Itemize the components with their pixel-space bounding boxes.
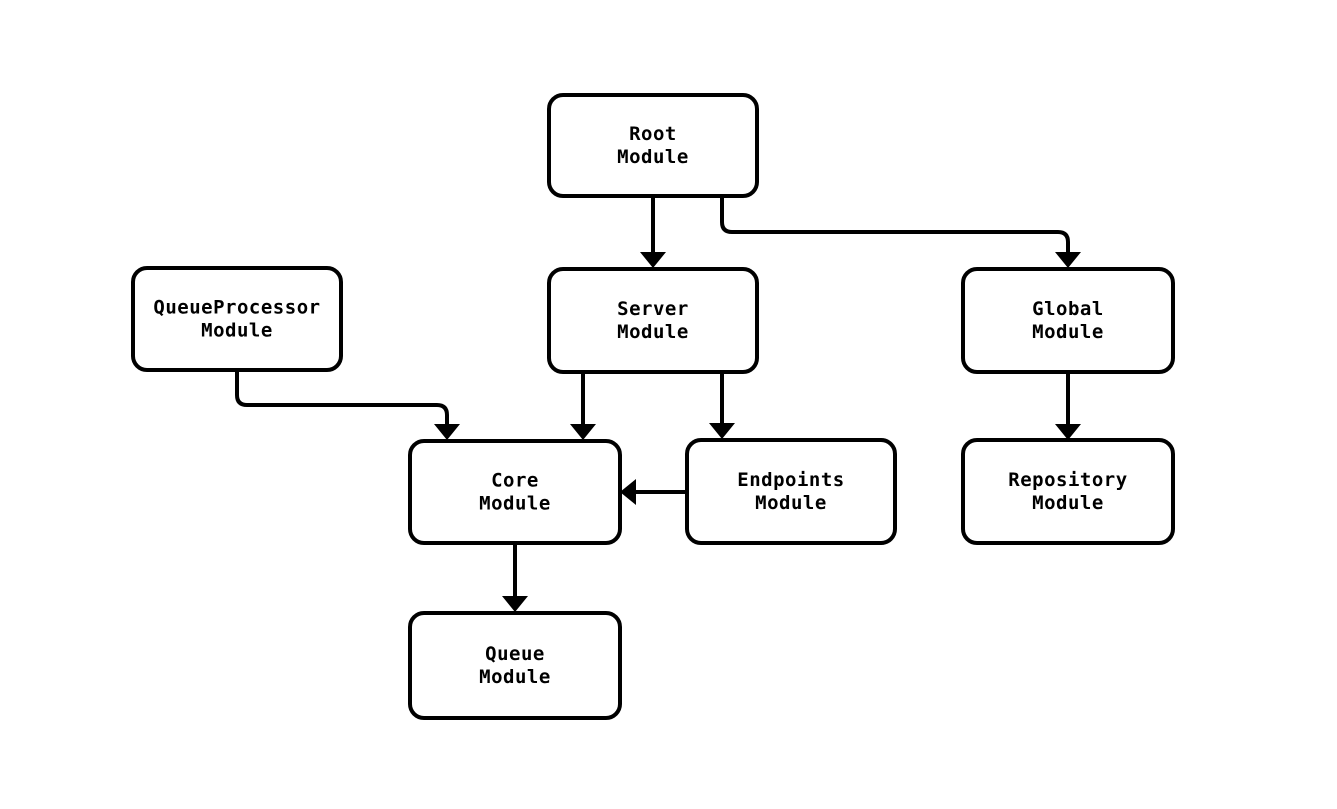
edge-line — [235, 370, 449, 426]
node-label-line2: Module — [201, 320, 273, 342]
node-label-line1: QueueProcessor — [153, 297, 320, 319]
node-box[interactable] — [408, 611, 622, 720]
arrow-head-icon — [640, 252, 666, 268]
edge-queueprocessor-to-core — [235, 370, 460, 440]
node-box[interactable] — [547, 267, 759, 374]
node-label-line1: Global — [1032, 298, 1104, 320]
edge-global-to-repository — [1055, 372, 1081, 440]
node-box[interactable] — [961, 438, 1175, 545]
node-label-line1: Endpoints — [737, 469, 844, 491]
arrow-head-icon — [502, 596, 528, 612]
node-label-line2: Module — [1032, 321, 1104, 343]
nodes-layer: RootModuleQueueProcessorModuleServerModu… — [131, 93, 1175, 720]
node-label-line1: Repository — [1008, 469, 1127, 491]
edge-server-to-core — [570, 372, 596, 440]
node-label-line2: Module — [755, 492, 827, 514]
node-box[interactable] — [408, 439, 622, 545]
edge-line — [720, 196, 1070, 254]
edge-server-to-endpoints — [709, 372, 735, 439]
node-box[interactable] — [547, 93, 759, 198]
node-label-line1: Queue — [485, 643, 545, 665]
node-label-line2: Module — [1032, 492, 1104, 514]
edge-root-to-server — [640, 196, 666, 268]
node-label-line1: Server — [617, 298, 689, 320]
node-box[interactable] — [961, 267, 1175, 374]
arrow-head-icon — [1055, 252, 1081, 268]
node-label-line1: Root — [629, 123, 677, 145]
node-label-line2: Module — [479, 493, 551, 515]
edges-layer — [235, 196, 1081, 612]
arrow-head-icon — [620, 479, 636, 505]
edge-core-to-queue — [502, 543, 528, 612]
arrow-head-icon — [434, 424, 460, 440]
arrow-head-icon — [570, 424, 596, 440]
node-label-line1: Core — [491, 470, 539, 492]
node-box[interactable] — [685, 438, 897, 545]
node-label-line2: Module — [479, 666, 551, 688]
arrow-head-icon — [1055, 424, 1081, 440]
node-box[interactable] — [131, 266, 343, 372]
edge-endpoints-to-core — [620, 479, 687, 505]
node-label-line2: Module — [617, 321, 689, 343]
node-label-line2: Module — [617, 146, 689, 168]
edge-root-to-global — [720, 196, 1081, 268]
arrow-head-icon — [709, 423, 735, 439]
